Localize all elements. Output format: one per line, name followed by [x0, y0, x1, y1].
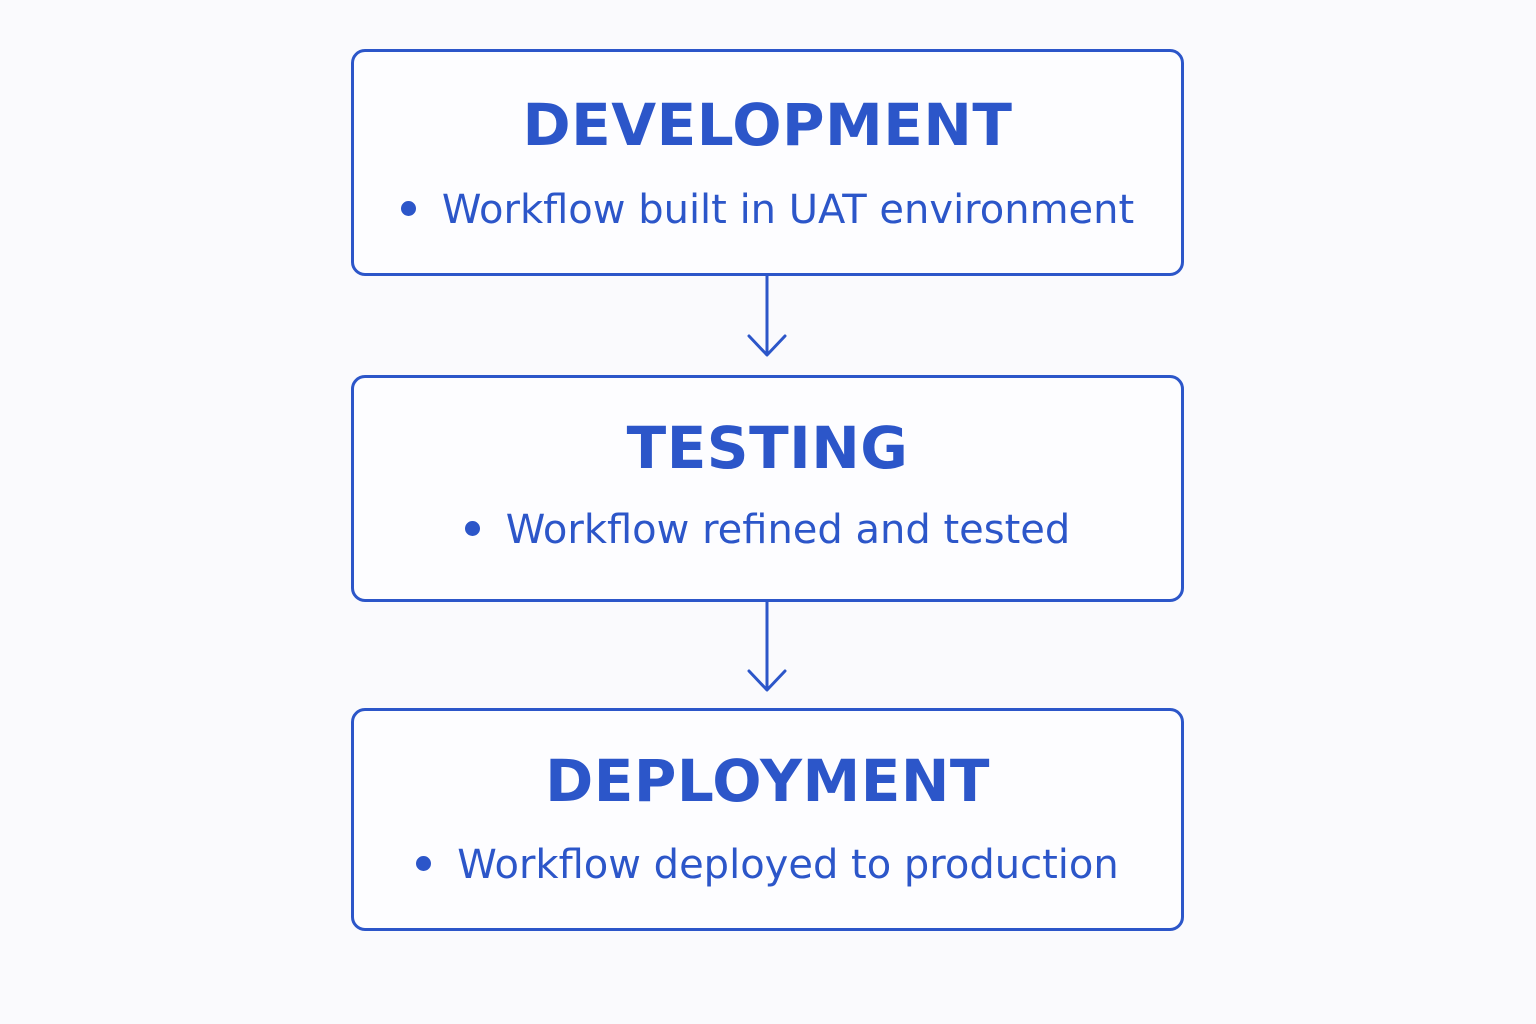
stage-title: TESTING [626, 414, 909, 482]
stage-bullet-text: Workflow built in UAT environment [441, 187, 1135, 233]
bullet-dot-icon [416, 855, 432, 871]
stage-testing: TESTING Workflow refined and tested [351, 375, 1184, 602]
stage-bullet-text: Workflow refined and tested [505, 507, 1071, 553]
stage-title: DEPLOYMENT [545, 747, 990, 815]
stage-bullet-item: Workflow deployed to production [354, 845, 1181, 885]
stage-deployment: DEPLOYMENT Workflow deployed to producti… [351, 708, 1184, 931]
bullet-dot-icon [464, 520, 480, 536]
stage-bullet-text: Workflow deployed to production [457, 842, 1119, 888]
stage-bullet-item: Workflow built in UAT environment [354, 190, 1181, 230]
bullet-dot-icon [400, 200, 416, 216]
stage-title: DEVELOPMENT [522, 91, 1013, 159]
stage-development: DEVELOPMENT Workflow built in UAT enviro… [351, 49, 1184, 276]
stage-bullet-item: Workflow refined and tested [354, 510, 1181, 550]
